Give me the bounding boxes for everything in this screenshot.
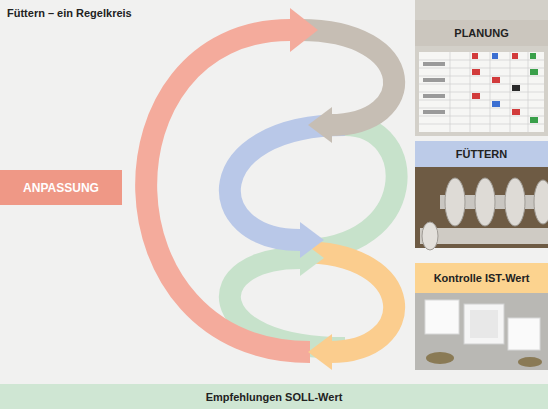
cycle-arrows [146,30,396,352]
node-label: FÜTTERN [456,148,507,160]
recommendation-ground [0,384,548,409]
diagram-title: Füttern – ein Regelkreis [7,7,132,19]
node-label: Kontrolle IST-Wert [434,272,530,284]
arrow-heads [290,8,332,370]
green-upper-arc [300,125,397,250]
spreadsheet-grid [419,52,544,132]
blue-head [300,222,324,258]
node-label: Empfehlungen SOLL-Wert [206,391,343,403]
gray-arc [300,30,394,125]
recommendation-band: Empfehlungen SOLL-Wert [0,384,548,409]
spreadsheet [419,52,544,132]
gray-head [308,107,332,143]
adjustment-band: ANPASSUNG [0,170,122,205]
node-label: ANPASSUNG [23,181,99,195]
node-label: PLANUNG [454,27,508,39]
salmon-arc [146,30,310,352]
sieve-boxes [425,300,542,367]
salmon-head [290,8,318,52]
planning-photo [415,0,548,136]
yellow-arc [300,252,394,352]
control-photo [415,293,548,370]
planning-header: PLANUNG [415,20,548,46]
blue-arc [230,125,345,240]
auger [420,178,548,250]
yellow-head [308,334,332,370]
control-header: Kontrolle IST-Wert [415,263,548,293]
feeding-header: FÜTTERN [415,141,548,167]
spreadsheet-cells [423,53,538,123]
